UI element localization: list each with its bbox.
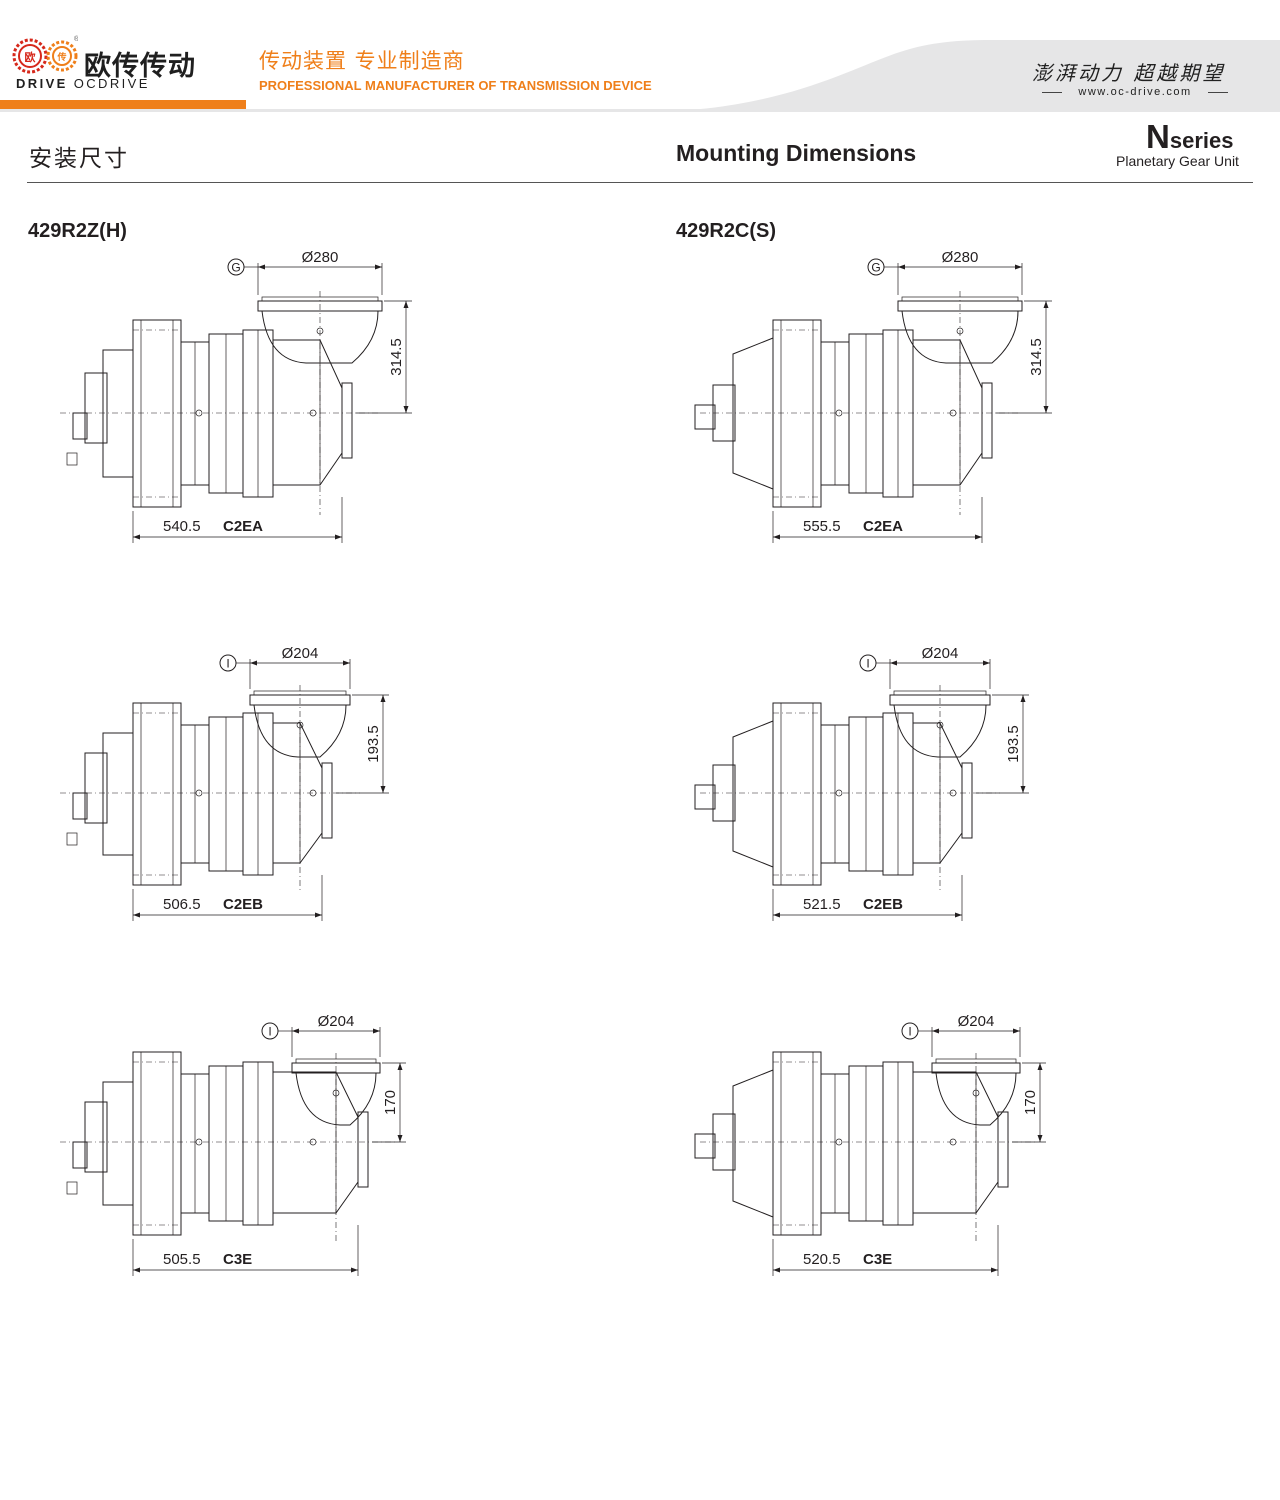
gear-unit-body [60,1051,396,1243]
diameter-label: Ø204 [318,1015,355,1030]
gear-unit-body [60,685,360,893]
view-marker-label: I [226,657,229,671]
page-title-en: Mounting Dimensions [676,140,917,166]
accent-bar [0,100,246,109]
gear-unit-body [694,685,1000,893]
view-marker-label: G [231,261,240,275]
height-label: 314.5 [388,338,405,376]
length-label: 520.5 [803,1251,841,1268]
dimension-lines: I Ø204 193.5 506.5 C2EB [132,645,389,921]
motor-code-label: C2EA [863,518,903,535]
tagline-cn: 传动装置 专业制造商 [259,49,465,73]
gear-unit-body [694,291,1023,515]
length-label: 505.5 [163,1251,201,1268]
length-label: 521.5 [803,896,841,913]
height-label: 314.5 [1028,338,1045,376]
diameter-label: Ø204 [922,645,959,662]
length-label: 540.5 [163,518,201,535]
gear-unit-drawing-5: I Ø204 170 505.5 C3E [60,1015,406,1276]
dimension-lines: G Ø280 314.5 555.5 C2EA [772,249,1052,543]
dimension-lines: G Ø280 314.5 540.5 C2EA [132,249,412,543]
diameter-label: Ø280 [942,249,979,266]
header-grey-band [0,40,1280,112]
page-header: 欧 传 ® 欧传传动 DRIVE OCDRIVE 传动装置 专业制造商 PROF… [0,0,1280,112]
gear-unit-drawing-4: I Ø204 193.5 521.5 C2EB [694,645,1029,921]
motor-code-label: C2EB [223,896,263,913]
gear-unit-drawing-2: G Ø280 314.5 555.5 C2EA [694,249,1052,543]
gear-unit-drawing-3: I Ø204 193.5 506.5 C2EB [60,645,389,921]
motor-code-label: C3E [223,1251,252,1268]
diameter-label: Ø204 [282,645,319,662]
svg-text:®: ® [74,35,78,43]
diameter-label: Ø280 [302,249,339,266]
website-link[interactable]: www.oc-drive.com [1042,86,1228,98]
motor-code-label: C2EA [223,518,263,535]
diameter-label: Ø204 [958,1015,995,1030]
model-label-left: 429R2Z(H) [28,220,127,242]
motor-code-label: C3E [863,1251,892,1268]
brand-name-en: DRIVE OCDRIVE [16,76,150,91]
brand-name-cn: 欧传传动 [84,51,196,82]
page-title-cn: 安装尺寸 [29,146,129,172]
view-marker-label: G [871,261,880,275]
height-label: 193.5 [1005,725,1022,763]
length-label: 506.5 [163,896,201,913]
ocdrive-logo-icon: 欧 传 ® [12,35,78,74]
length-label: 555.5 [803,518,841,535]
dimension-lines: I Ø204 170 520.5 C3E [772,1015,1046,1276]
view-marker-label: I [908,1025,911,1039]
motor-code-label: C2EB [863,896,903,913]
view-marker-label: I [268,1025,271,1039]
gear-unit-body [60,291,383,515]
svg-text:传: 传 [56,51,66,62]
slogan-cn: 澎湃动力 超越期望 [1032,61,1226,85]
height-label: 170 [1022,1090,1039,1115]
series-title: Nseries [1146,118,1234,155]
model-label-right: 429R2C(S) [676,220,777,242]
title-divider [27,182,1253,183]
gear-unit-drawing-6: I Ø204 170 520.5 C3E [694,1015,1046,1276]
view-marker-label: I [866,657,869,671]
height-label: 193.5 [365,725,382,763]
series-subtitle: Planetary Gear Unit [1116,153,1239,169]
dimension-lines: I Ø204 193.5 521.5 C2EB [772,645,1029,921]
gear-unit-body [694,1051,1036,1243]
gear-unit-drawing-1: G Ø280 314.5 540.5 C2EA [60,249,412,543]
svg-text:欧: 欧 [25,50,36,64]
dimension-lines: I Ø204 170 505.5 C3E [132,1015,406,1276]
height-label: 170 [382,1090,399,1115]
tagline-en: PROFESSIONAL MANUFACTURER OF TRANSMISSIO… [259,78,652,93]
